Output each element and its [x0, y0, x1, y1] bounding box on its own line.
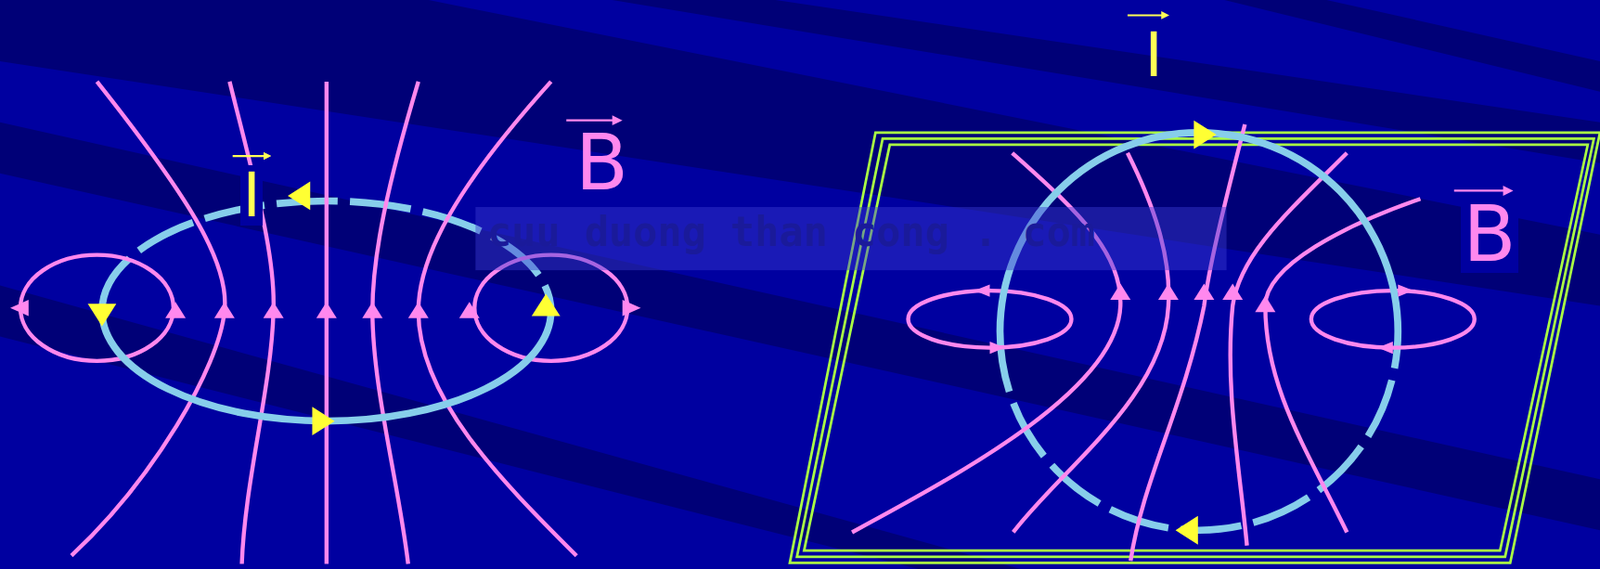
- left-loop-diagram: [10, 81, 641, 565]
- watermark-band: [475, 206, 1226, 271]
- field-lines: [20, 81, 628, 565]
- current-symbol: I: [1142, 25, 1164, 86]
- vector-arrow: [1127, 13, 1166, 16]
- vector-arrow: [1454, 189, 1509, 192]
- field-arrows: [974, 283, 1414, 354]
- vector-arrow: [566, 119, 618, 122]
- current-loop-back: [1000, 331, 1399, 530]
- right-loop-diagram: [789, 14, 1600, 563]
- current-symbol: I: [240, 165, 262, 226]
- watermark: cuu duong than cong . com: [485, 212, 1097, 254]
- current-arrows: [1175, 120, 1217, 545]
- field-symbol: B: [1460, 195, 1518, 273]
- field-symbol: B: [573, 124, 631, 202]
- current-loop-front: [102, 310, 552, 422]
- vector-arrow: [232, 154, 268, 157]
- field-lines: [851, 124, 1475, 561]
